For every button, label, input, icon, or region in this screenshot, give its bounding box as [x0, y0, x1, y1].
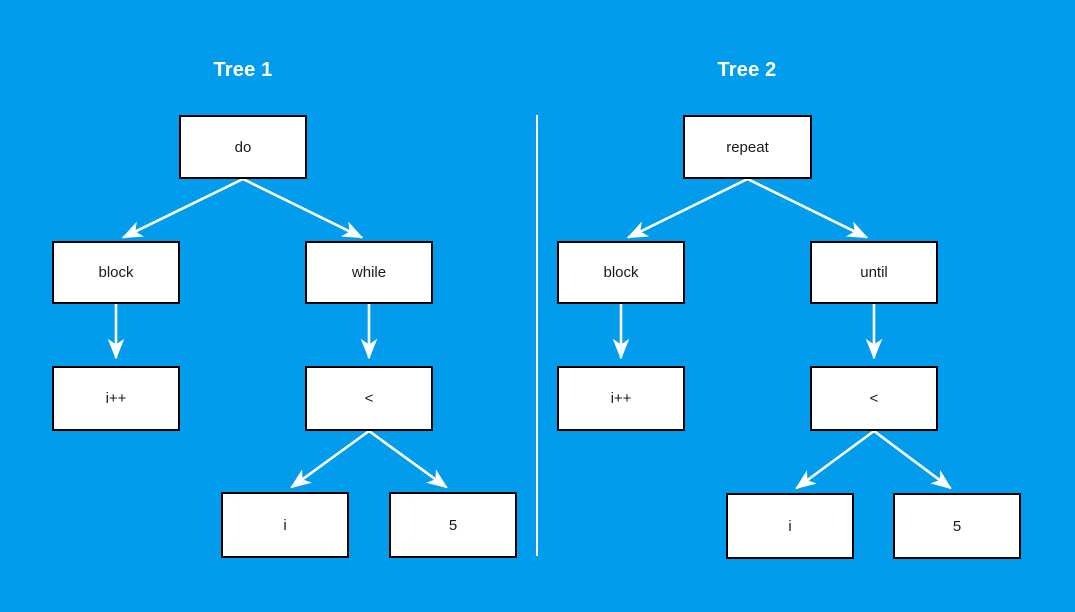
- tree-node-label: i: [788, 517, 792, 535]
- tree-node-t1-incr[interactable]: i++: [52, 366, 180, 431]
- tree-node-t2-root[interactable]: repeat: [683, 115, 812, 179]
- tree-node-label: do: [234, 138, 252, 156]
- tree-node-t2-lt[interactable]: <: [810, 366, 938, 431]
- tree-node-t2-until[interactable]: until: [810, 241, 938, 304]
- tree-edge-t1-lt-to-t1-i: [290, 429, 370, 489]
- tree-node-label: while: [351, 264, 387, 281]
- tree-title-2: Tree 2: [717, 59, 777, 81]
- tree-node-label: block: [98, 264, 134, 281]
- tree-node-t2-i[interactable]: i: [726, 493, 854, 559]
- tree-node-label: <: [869, 390, 879, 407]
- tree-node-t1-root[interactable]: do: [179, 115, 307, 179]
- tree-edge-t1-root-to-t1-while: [242, 177, 364, 239]
- tree-node-t1-block[interactable]: block: [52, 241, 180, 304]
- tree-edge-t2-root-to-t2-block: [626, 177, 749, 239]
- tree-node-t1-while[interactable]: while: [305, 241, 433, 304]
- edge-group: [107, 177, 952, 490]
- tree-node-label: block: [603, 264, 639, 281]
- tree-node-t2-5[interactable]: 5: [893, 493, 1021, 559]
- tree-node-t1-i[interactable]: i: [221, 492, 349, 558]
- tree-node-label: until: [860, 264, 888, 281]
- tree-edge-t2-lt-to-t2-i: [795, 429, 875, 490]
- tree-edge-t1-root-to-t1-block: [121, 177, 244, 239]
- tree-node-label: repeat: [726, 138, 769, 156]
- tree-node-label: <: [364, 390, 374, 407]
- tree-node-label: 5: [448, 516, 458, 534]
- tree-node-label: i++: [105, 390, 127, 407]
- tree-edge-t2-root-to-t2-until: [746, 177, 869, 239]
- tree-node-t1-lt[interactable]: <: [305, 366, 433, 431]
- vertical-divider: [536, 115, 538, 556]
- tree-node-t2-incr[interactable]: i++: [557, 366, 685, 431]
- tree-node-label: i++: [610, 390, 632, 407]
- tree-edge-t2-lt-to-t2-5: [873, 429, 952, 490]
- tree-title-1: Tree 1: [213, 59, 273, 81]
- tree-node-t2-block[interactable]: block: [557, 241, 685, 304]
- tree-node-label: 5: [952, 517, 962, 535]
- tree-node-t1-5[interactable]: 5: [389, 492, 517, 558]
- tree-edge-t1-lt-to-t1-5: [368, 429, 448, 489]
- tree-node-label: i: [283, 516, 287, 534]
